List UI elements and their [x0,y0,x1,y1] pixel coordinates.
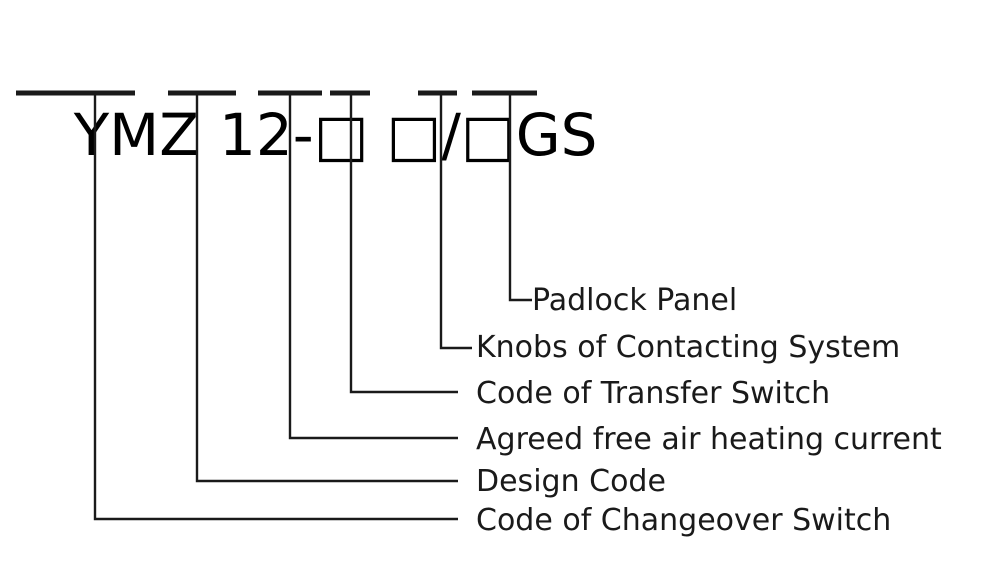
callout-label-code-of-changeover-switch: Code of Changeover Switch [476,503,892,538]
callout-label-design-code: Design Code [476,464,666,499]
code-segment-box-current: □ [313,101,369,169]
leader-design-code [195,93,458,483]
callout-leader-lines [93,93,532,521]
code-segment-box-knobs: □ [460,101,516,169]
code-segment-box-transfer: □ [386,101,442,169]
leader-knobs-of-contacting-system [439,93,472,350]
code-segment-suffix: GS [515,101,598,169]
leader-agreed-free-air-heating-current [288,93,458,440]
code-segment-series: 12- [218,101,314,169]
callout-label-agreed-free-air-heating-current: Agreed free air heating current [476,422,942,457]
leader-code-of-changeover-switch [93,93,458,521]
code-segment-separator: / [441,101,461,169]
leader-padlock-panel [508,93,532,302]
callout-label-knobs-of-contacting-system: Knobs of Contacting System [476,330,901,365]
callout-label-code-of-transfer-switch: Code of Transfer Switch [476,376,831,411]
leader-code-of-transfer-switch [349,93,458,394]
callout-label-padlock-panel: Padlock Panel [532,283,738,318]
